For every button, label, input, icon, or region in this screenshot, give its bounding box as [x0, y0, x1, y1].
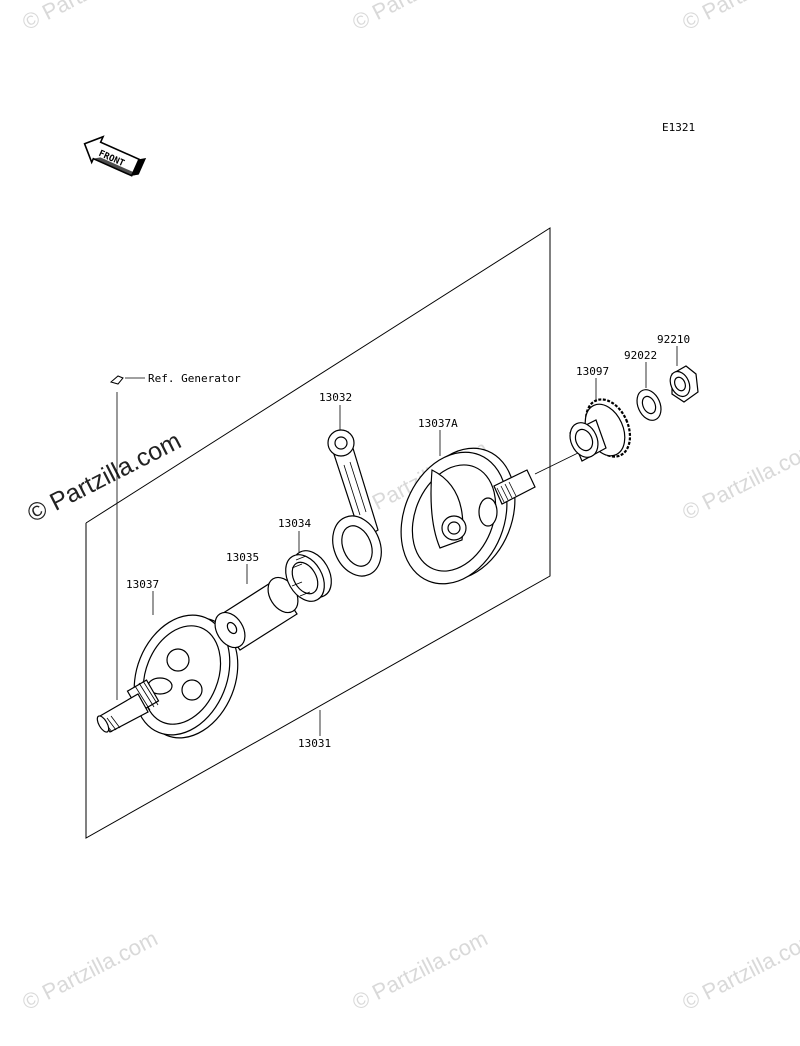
woodruff-key-icon: [109, 375, 145, 700]
part-92022-label: 92022: [624, 349, 657, 362]
drive-gear: [569, 398, 632, 462]
part-92210-label: 92210: [657, 333, 690, 346]
front-arrow-icon: FRONT: [83, 135, 147, 177]
part-13032-label: 13032: [319, 391, 352, 404]
washer: [636, 389, 662, 421]
diagram-code: E1321: [662, 121, 695, 134]
needle-bearing: [285, 550, 332, 602]
assembly-box: [85, 227, 551, 839]
connecting-rod: [327, 429, 382, 577]
ref-generator-label: Ref. Generator: [148, 372, 241, 385]
part-13034-label: 13034: [278, 517, 311, 530]
nut: [669, 365, 699, 403]
part-13037a-label: 13037A: [418, 417, 458, 430]
flywheel-right: [400, 447, 581, 585]
crank-pin: [214, 576, 299, 651]
part-13031-label: 13031: [298, 737, 331, 750]
part-13037-label: 13037: [126, 578, 159, 591]
part-13097-label: 13097: [576, 365, 609, 378]
flywheel-left: [96, 614, 239, 739]
part-13035-label: 13035: [226, 551, 259, 564]
